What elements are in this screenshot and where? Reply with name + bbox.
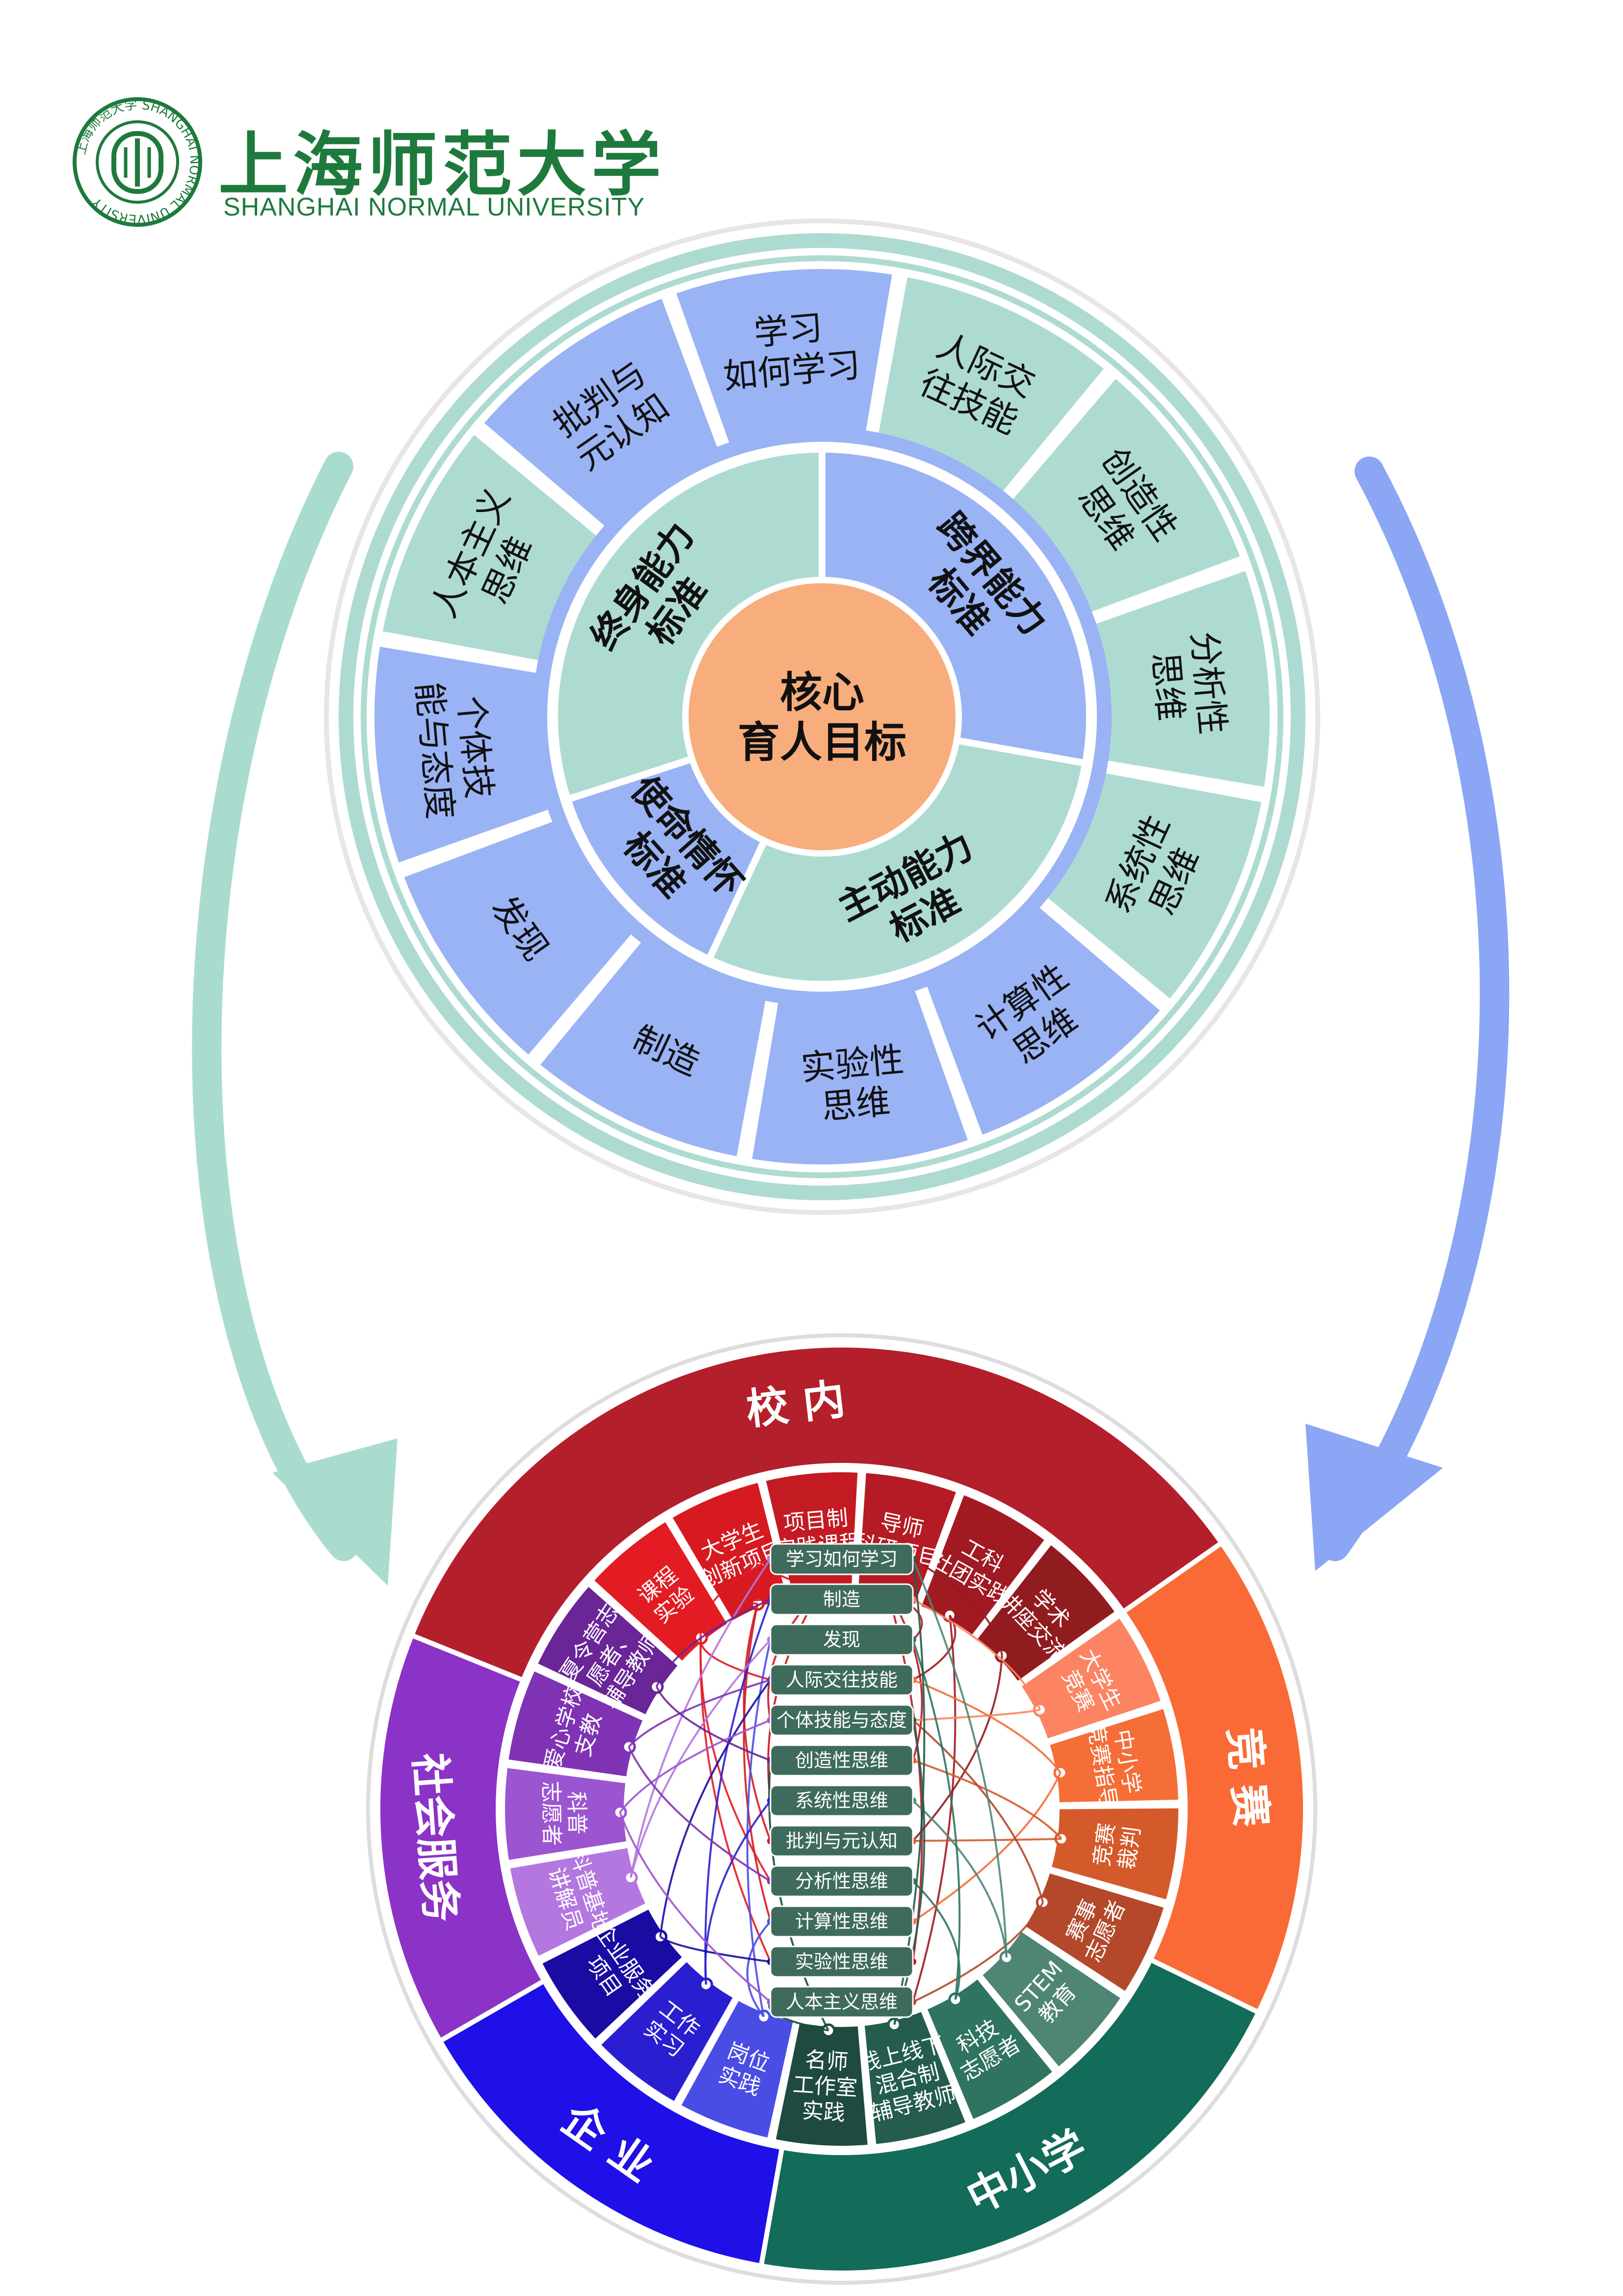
- skill-box: [770, 1543, 914, 1575]
- activity-segment: [537, 1904, 688, 2044]
- skill-label: 个体技能与态度: [776, 1709, 907, 1731]
- outer-segment-label: 个体技能与态度: [408, 677, 501, 821]
- right-arrowhead: [1305, 1424, 1443, 1571]
- skill-box: [770, 1784, 914, 1817]
- skill-box: [770, 1583, 914, 1616]
- skill-box: [770, 1623, 914, 1656]
- skill-link: [912, 1837, 1062, 1842]
- skill-link: [912, 1719, 1044, 1903]
- skill-link: [660, 1936, 771, 1963]
- activity-label: 名师工作室实践: [791, 2047, 860, 2126]
- skill-box: [770, 1704, 914, 1736]
- skill-link: [655, 1686, 771, 1761]
- activity-segment: [595, 1956, 738, 2107]
- skill-link: [628, 1746, 772, 1882]
- skill-link: [912, 1759, 1063, 1840]
- skill-links: [619, 1556, 1063, 2032]
- university-english-name: SHANGHAI NORMAL UNIVERSITY: [223, 193, 645, 221]
- category-label: 校 内: [744, 1375, 848, 1434]
- left-arrow-shaft: [192, 452, 358, 1561]
- skill-label: 学习如何学习: [786, 1548, 898, 1570]
- skill-label: 制造: [823, 1589, 860, 1610]
- skill-link: [655, 1598, 771, 1687]
- activity-segment: [771, 2018, 872, 2150]
- core-goal-wheel: 学习如何学习人际交往技能创造性思维分析性思维系统性思维计算性思维实验性思维制造发…: [324, 218, 1320, 1215]
- activity-segment: [1020, 1868, 1169, 1997]
- skill-link: [893, 1720, 926, 2025]
- skill-link: [912, 1708, 1040, 1721]
- skill-link: [699, 1558, 771, 1638]
- activity-segment: [922, 1974, 1058, 2124]
- skill-link: [619, 1719, 771, 1813]
- skill-box: [770, 1945, 914, 1978]
- skill-label: 实验性思维: [795, 1951, 888, 1972]
- skill-link: [659, 1679, 772, 1937]
- activity-segment: [1045, 1704, 1182, 1807]
- skill-label: 系统性思维: [795, 1790, 888, 1811]
- skill-box: [770, 1664, 914, 1696]
- activity-segment: [1016, 1613, 1166, 1744]
- core-goal-label: 核心育人目标: [738, 668, 906, 767]
- skill-link: [630, 1558, 772, 1878]
- activity-segment: [506, 1843, 651, 1961]
- activity-segment: [1047, 1804, 1182, 1904]
- skill-link: [912, 1880, 961, 2000]
- category-label: 社会服务: [404, 1752, 465, 1923]
- skill-link: [704, 1800, 772, 1985]
- skill-link: [619, 1812, 772, 2003]
- skill-link: [743, 1603, 772, 1922]
- skill-box: [770, 1986, 914, 2018]
- outer-segment-label: 分析性思维: [1144, 630, 1233, 740]
- skill-label: 批判与元认知: [786, 1830, 898, 1852]
- right-arrow-shaft: [1320, 457, 1510, 1561]
- left-arrowhead: [272, 1438, 398, 1586]
- activity-segment: [667, 1478, 792, 1626]
- skill-box: [770, 1905, 914, 1938]
- activity-segment: [532, 1581, 683, 1720]
- activity-label: 科普志愿者: [538, 1781, 589, 1846]
- skill-label: 计算性思维: [795, 1911, 888, 1932]
- skill-label: 创造性思维: [795, 1750, 888, 1771]
- skill-link: [630, 1639, 772, 1878]
- skill-link: [912, 1800, 1008, 1958]
- skill-box: [770, 1744, 914, 1777]
- category-label: 竞 赛: [1219, 1726, 1276, 1829]
- activity-label: 竞赛裁判: [1089, 1822, 1145, 1871]
- skill-label: 分析性思维: [795, 1870, 888, 1892]
- activity-segment: [504, 1666, 648, 1781]
- skill-link: [746, 1920, 772, 2018]
- skill-box: [770, 1865, 914, 1897]
- skill-link: [912, 1679, 1062, 1774]
- skill-link: [912, 1558, 1003, 1656]
- skill-link: [743, 1598, 771, 1605]
- university-seal-icon: 上海师范大学 SHANGHAI NORMAL UNIVERSITY: [73, 97, 202, 227]
- skill-link: [912, 1639, 961, 2000]
- skill-link: [704, 1599, 772, 1985]
- category-segment: [758, 1956, 1262, 2275]
- skill-label: 发现: [823, 1629, 860, 1650]
- flow-arrows: [192, 452, 1510, 1586]
- activity-segment: [972, 1540, 1120, 1686]
- activity-segment: [588, 1516, 733, 1666]
- skill-link: [912, 1559, 1008, 1958]
- skill-link: [912, 1902, 1044, 2003]
- skill-box: [770, 1825, 914, 1857]
- core-goal-circle: [689, 583, 956, 850]
- skill-label: 人本主义思维: [786, 1991, 898, 2013]
- skill-link: [912, 1772, 1062, 1922]
- skill-link: [912, 1598, 1041, 1710]
- activity-segment: [916, 1490, 1050, 1640]
- university-name: 上海师范大学: [218, 124, 666, 206]
- skill-label: 人际交往技能: [786, 1669, 898, 1691]
- outer-segment-label: 实验性思维: [799, 1039, 909, 1129]
